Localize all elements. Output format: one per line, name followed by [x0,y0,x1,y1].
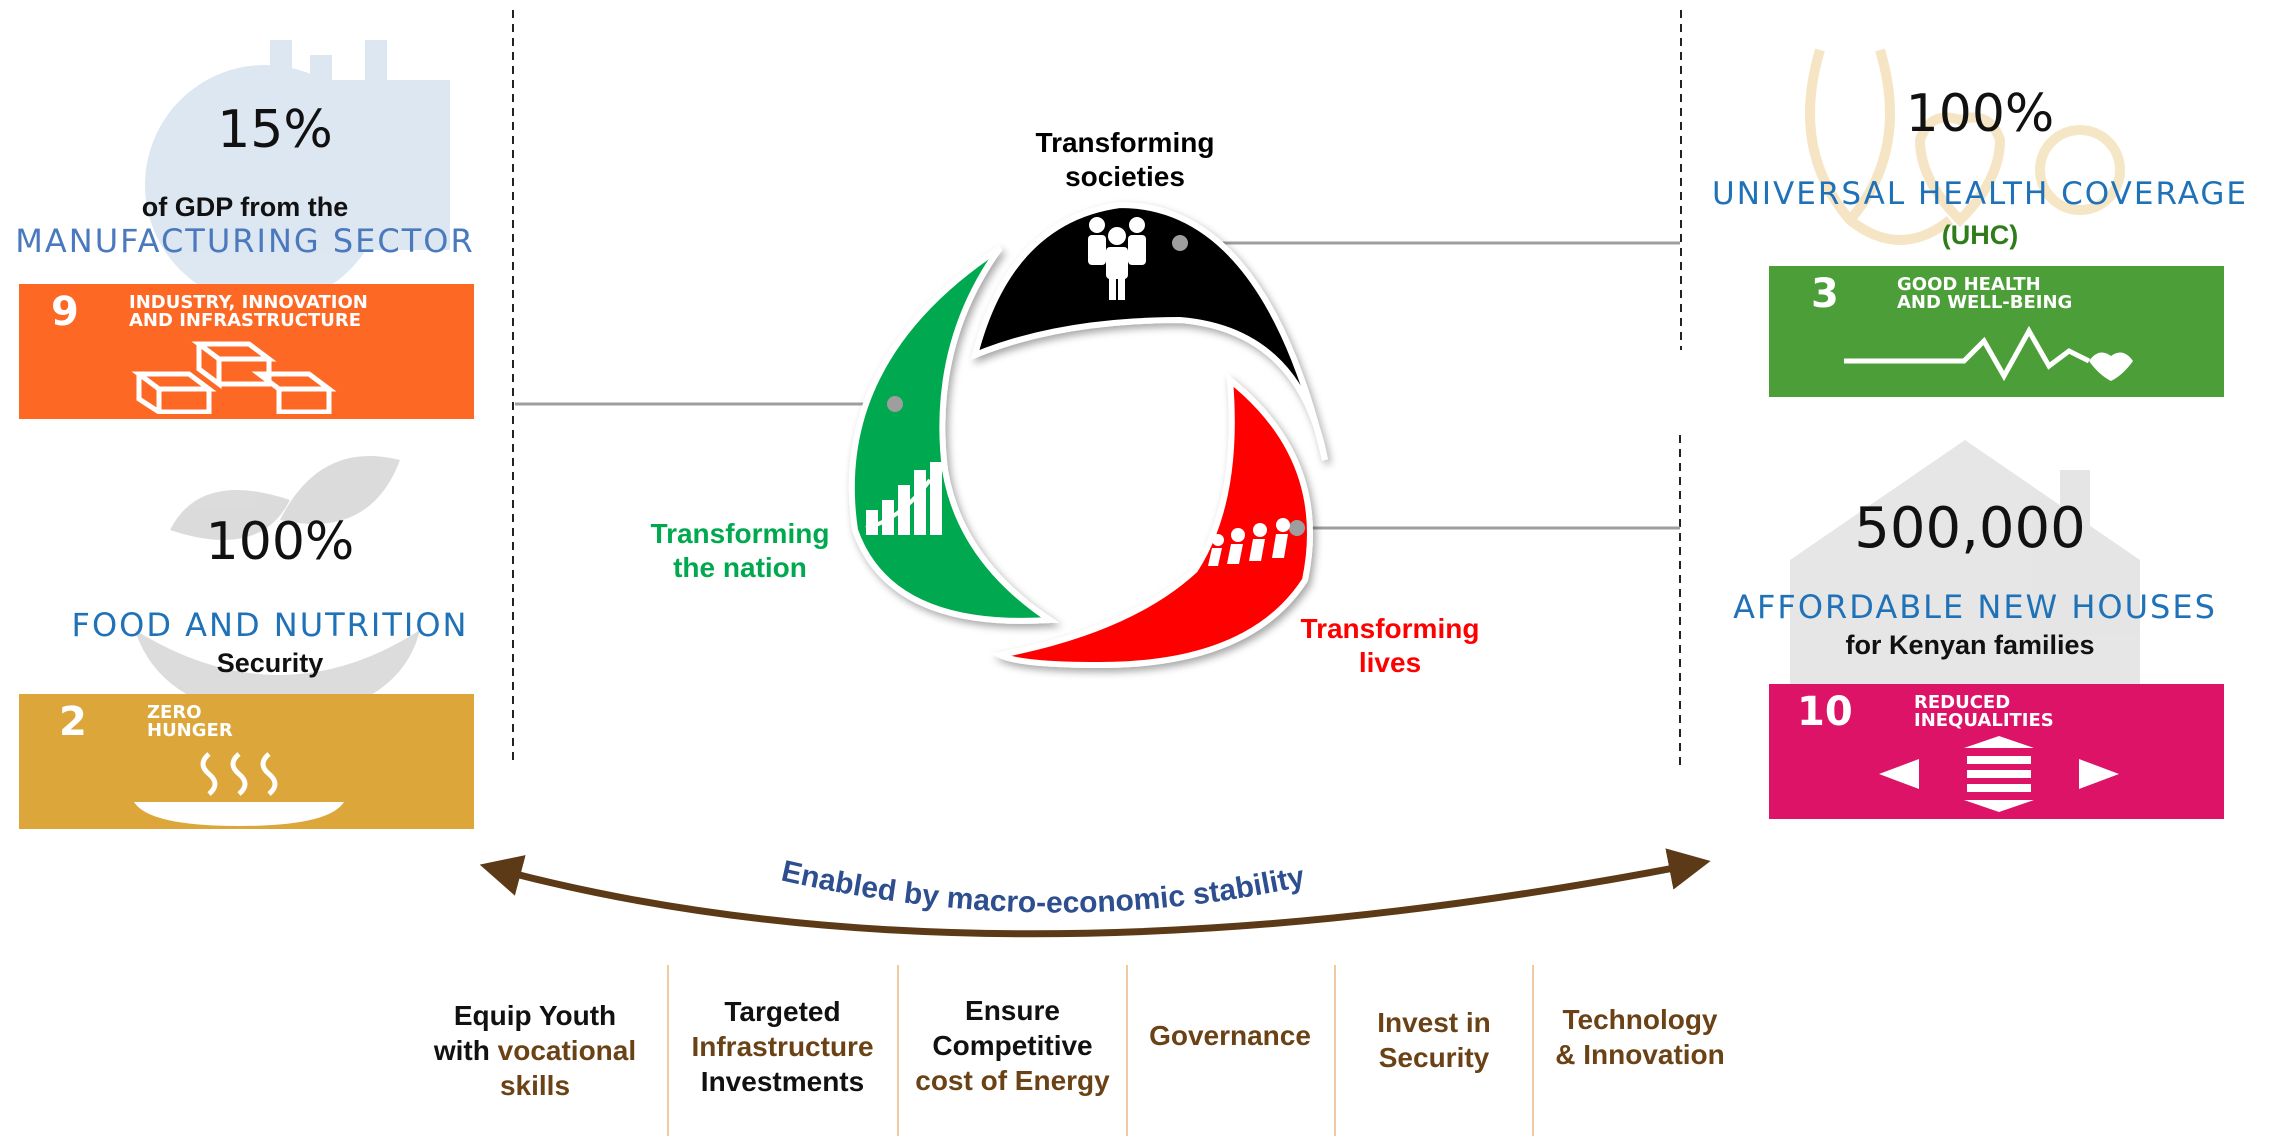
label-nation-line1: Transforming [650,518,830,549]
pillar-energy-line2: Competitive [932,1030,1093,1061]
sdg-9-title: INDUSTRY, INNOVATION AND INFRASTRUCTURE [129,292,368,331]
sdg-2-title: ZERO HUNGER [147,702,233,741]
pillar-technology: Technology & Innovation [1535,1002,1745,1072]
pillar-technology-line1: Technology [1562,1004,1718,1035]
houses-value: 500,000 [1854,496,2086,561]
people-group-icon [1088,217,1146,300]
pillar-technology-line2: & Innovation [1555,1039,1725,1070]
pillar-security-line1: Invest in [1377,1007,1491,1038]
pillar-infrastructure-line2: Infrastructure [691,1031,874,1062]
sdg-3-title: GOOD HEALTH AND WELL-BEING [1897,274,2073,313]
sdg-2-tile: 2 ZERO HUNGER [19,694,474,829]
pillar-youth-line2a: with [433,1035,498,1066]
houses-line2: for Kenyan families [1845,630,2095,660]
pillar-divider [1334,965,1336,1136]
food-security-line1: FOOD AND NUTRITION [71,606,469,644]
cycle-segment-lives [990,373,1313,669]
pillar-youth-line3: skills [499,1070,571,1101]
macro-stability-arrow [479,848,1711,938]
uhc-line2: (UHC) [1941,220,2019,250]
label-lives-line1: Transforming [1300,613,1480,644]
children-running-icon [1188,518,1290,569]
connector-dot-societies [1172,235,1188,251]
pillar-infrastructure-line1: Targeted [724,996,841,1027]
pillar-youth-skills: Equip Youth with vocational skills [415,998,655,1103]
stethoscope-watermark-icon [1805,48,2125,245]
label-societies-line1: Transforming [1035,127,1215,158]
houses-line1: AFFORDABLE NEW HOUSES [1733,588,2217,626]
sdg-3-number: 3 [1811,271,1839,317]
sdg-10-number: 10 [1797,689,1853,735]
manufacturing-gdp-value: 15% [217,100,333,160]
food-security-value: 100% [205,512,355,572]
factory-gear-watermark-icon [145,40,450,305]
uhc-value: 100% [1905,84,2055,144]
pillar-divider [1532,965,1534,1136]
label-lives-line2: lives [1358,647,1422,678]
label-nation-line2: the nation [673,552,807,583]
pillar-youth-line1: Equip Youth [453,1000,617,1031]
sdg-9-number: 9 [51,289,79,335]
bowl-icon [134,752,344,826]
pillar-divider [897,965,899,1136]
pillar-security-line2: Security [1378,1042,1490,1073]
connector-dot-lives [1289,520,1305,536]
pillar-infrastructure: Targeted Infrastructure Investments [670,994,895,1099]
cycle-segment-societies [970,201,1328,461]
pillar-governance-line1: Governance [1149,1020,1311,1051]
sdg-2-number: 2 [59,699,87,745]
heartbeat-icon [1844,325,2133,382]
label-transforming-societies: Transforming societies [1000,126,1250,194]
label-societies-line2: societies [1065,161,1185,192]
pillar-divider [1126,965,1128,1136]
sdg-9-tile: 9 INDUSTRY, INNOVATION AND INFRASTRUCTUR… [19,284,474,419]
manufacturing-gdp-line2: MANUFACTURING SECTOR [15,222,475,260]
pillar-youth-line2: with vocational [415,1033,655,1068]
pillar-divider [667,965,669,1136]
manufacturing-gdp-line1: of GDP from the [141,192,349,222]
sdg-10-tile: 10 REDUCED INEQUALITIES [1769,684,2224,819]
growth-chart-icon [865,462,942,535]
sdg-10-title: REDUCED INEQUALITIES [1914,692,2054,731]
connector-dot-nation [887,396,903,412]
pillar-energy-line3: cost of Energy [915,1065,1110,1096]
equality-arrows-icon [1879,736,2119,812]
label-transforming-lives: Transforming lives [1275,612,1505,680]
pillar-security: Invest in Security [1338,1005,1530,1075]
sdg-3-tile: 3 GOOD HEALTH AND WELL-BEING [1769,266,2224,397]
pillar-youth-line2b: vocational [497,1035,637,1066]
pillar-infrastructure-line3: Investments [700,1066,865,1097]
uhc-line1: UNIVERSAL HEALTH COVERAGE [1712,176,2248,212]
food-security-line2: Security [216,648,324,678]
label-transforming-nation: Transforming the nation [625,517,855,585]
pillar-energy: Ensure Competitive cost of Energy [900,993,1125,1098]
house-watermark-icon [1790,440,2140,690]
pillar-energy-line1: Ensure [965,995,1060,1026]
pillar-governance: Governance [1130,1018,1330,1053]
macro-stability-label: Enabled by macro-economic stability [778,855,1307,920]
plant-bowl-watermark-icon [135,456,420,720]
building-blocks-icon [131,341,337,414]
